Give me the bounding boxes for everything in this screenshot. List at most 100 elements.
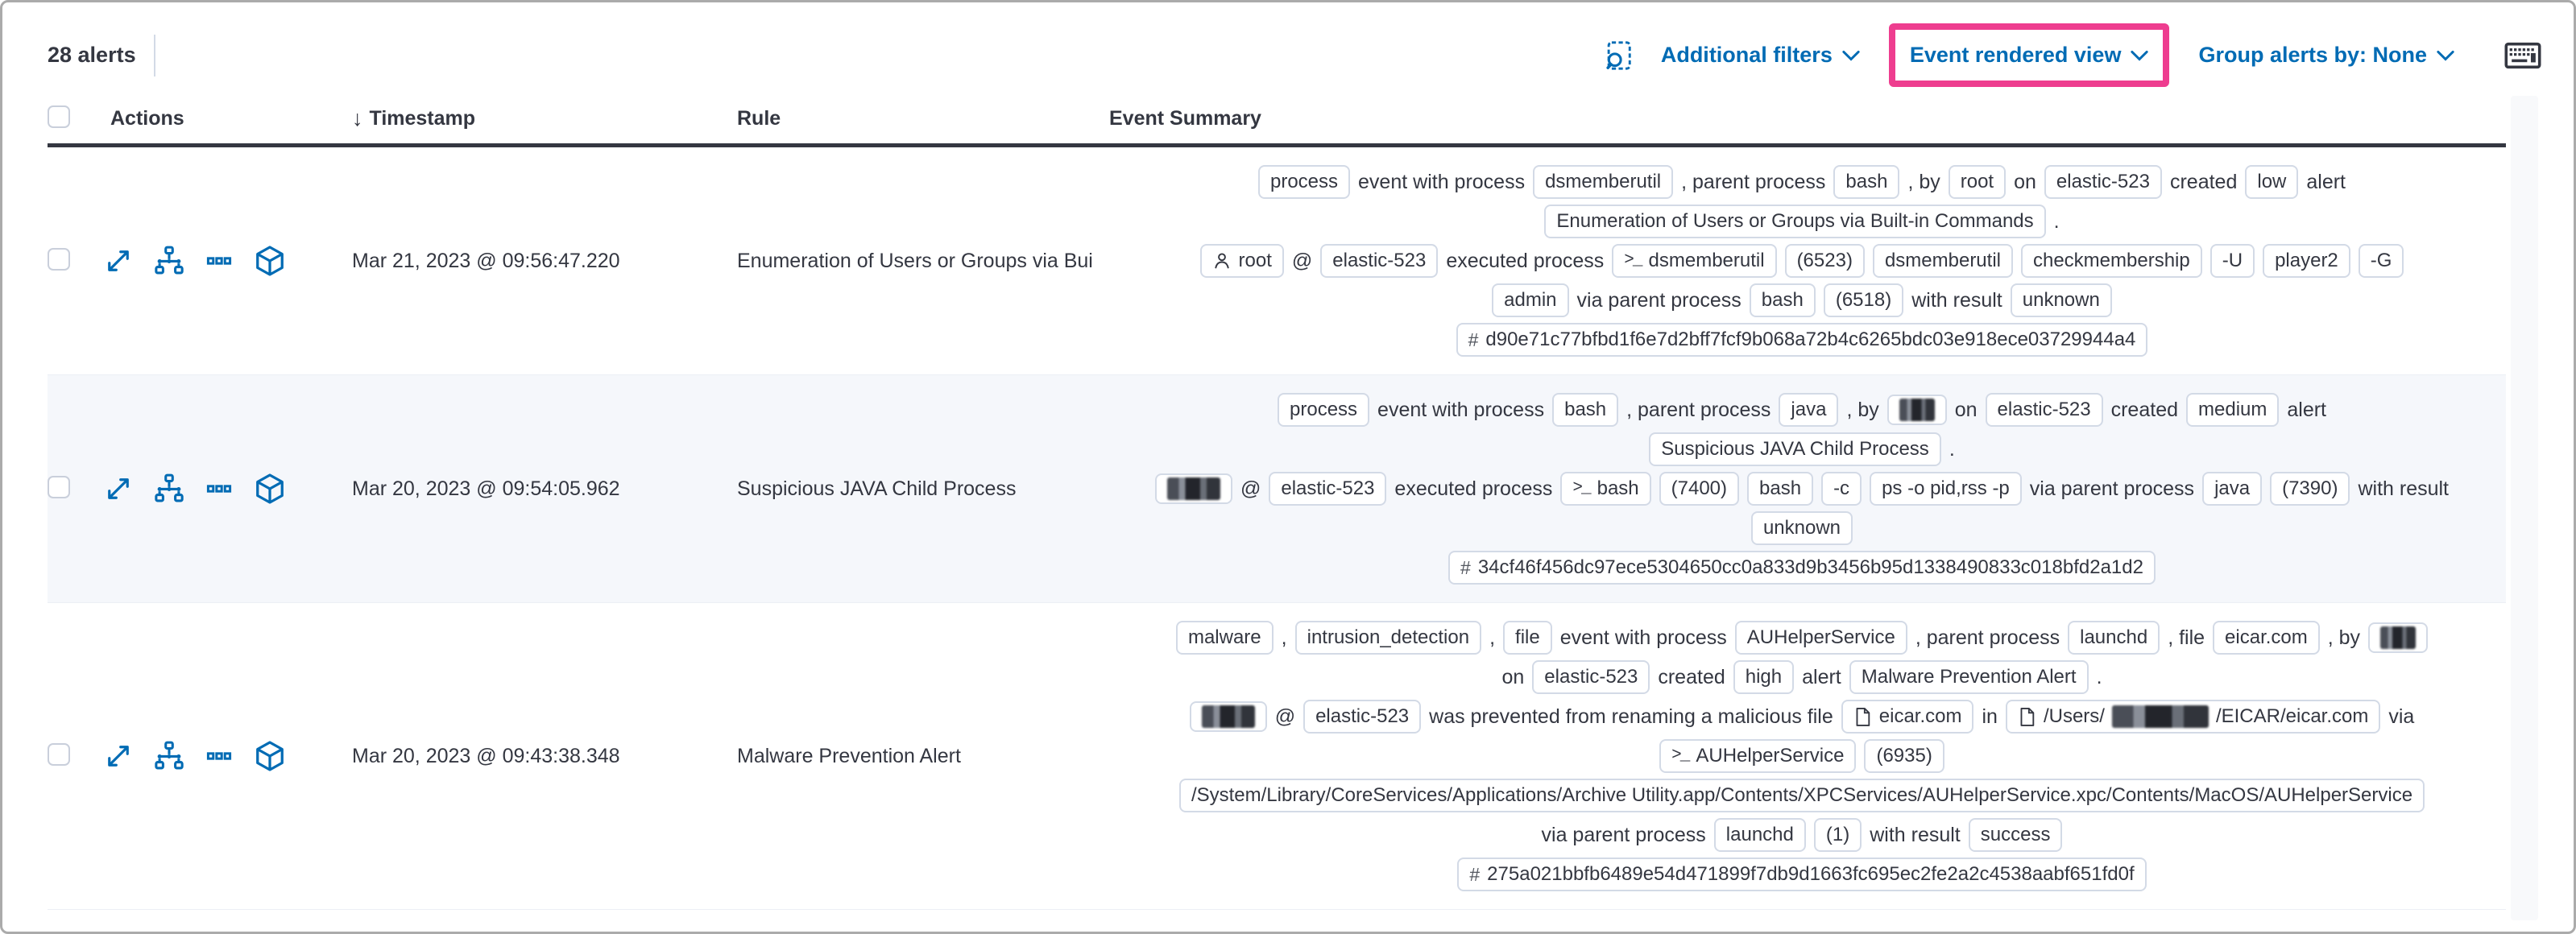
column-header-timestamp[interactable]: ↓ Timestamp <box>352 105 476 130</box>
summary-badge[interactable] <box>1886 395 1947 425</box>
summary-line: #275a021bbfb6489e54d471899f7db9d1663fc69… <box>1457 858 2147 891</box>
summary-badge[interactable]: low <box>2245 165 2299 199</box>
summary-badge[interactable]: elastic-523 <box>2044 165 2162 199</box>
analyzer-icon[interactable] <box>154 246 184 276</box>
summary-badge[interactable]: Suspicious JAVA Child Process <box>1649 432 1941 466</box>
timestamp-cell: Mar 20, 2023 @ 09:54:05.962 <box>352 477 620 500</box>
summary-badge[interactable]: malware <box>1175 621 1274 655</box>
summary-badge[interactable]: dsmemberutil <box>1872 244 2013 278</box>
summary-badge[interactable]: process <box>1257 165 1351 199</box>
session-view-icon[interactable] <box>254 740 286 772</box>
summary-badge[interactable]: java <box>1779 393 1839 427</box>
group-alerts-dropdown[interactable]: Group alerts by: None <box>2198 43 2454 68</box>
select-row-checkbox[interactable] <box>48 247 70 271</box>
summary-badge[interactable]: bash <box>1833 165 1900 199</box>
summary-badge[interactable]: bash <box>1747 472 1814 506</box>
summary-badge[interactable]: high <box>1733 660 1795 694</box>
summary-badge[interactable]: unknown <box>1750 511 1853 545</box>
summary-badge[interactable]: (6518) <box>1823 283 1904 317</box>
summary-badge[interactable]: -G <box>2358 244 2404 278</box>
row-actions <box>99 740 341 772</box>
summary-badge[interactable]: >_dsmemberutil <box>1612 244 1777 278</box>
summary-badge[interactable]: -c <box>1821 472 1862 506</box>
summary-badge[interactable]: >_AUHelperService <box>1659 739 1857 773</box>
select-row-checkbox[interactable] <box>48 742 70 766</box>
summary-badge[interactable]: bash <box>1552 393 1619 427</box>
summary-badge[interactable] <box>1189 701 1267 732</box>
expand-icon[interactable] <box>104 474 133 503</box>
summary-badge[interactable]: (7390) <box>2270 472 2350 506</box>
summary-badge[interactable]: file <box>1503 621 1552 655</box>
more-actions-icon[interactable] <box>205 742 233 770</box>
summary-badge[interactable]: #d90e71c77bfbd1f6e7d2bff7fcf9b068a72b4c6… <box>1456 323 2148 357</box>
inspect-icon[interactable] <box>1603 40 1634 71</box>
summary-text: , <box>1489 626 1496 649</box>
summary-badge[interactable]: (1) <box>1813 818 1862 852</box>
view-selector-dropdown[interactable]: Event rendered view <box>1910 43 2149 68</box>
summary-badge[interactable]: root <box>1199 244 1284 278</box>
select-all-checkbox[interactable] <box>48 105 70 128</box>
alerts-toolbar: 28 alerts Additional filters Event rende… <box>2 2 2574 98</box>
summary-badge[interactable]: #34cf46f456dc97ece5304650cc0a833d9b3456b… <box>1448 551 2156 585</box>
summary-badge[interactable]: -U <box>2209 244 2255 278</box>
additional-filters-dropdown[interactable]: Additional filters <box>1661 43 1860 68</box>
summary-text: @ <box>1240 477 1261 500</box>
keyboard-shortcuts-icon[interactable] <box>2504 41 2541 70</box>
summary-badge[interactable]: elastic-523 <box>1303 700 1422 734</box>
expand-icon[interactable] <box>104 742 133 771</box>
summary-text: alert <box>2287 398 2326 421</box>
summary-badge[interactable]: elastic-523 <box>1985 393 2103 427</box>
summary-badge[interactable]: Malware Prevention Alert <box>1849 660 2089 694</box>
analyzer-icon[interactable] <box>154 473 184 504</box>
session-view-icon[interactable] <box>254 473 286 505</box>
analyzer-icon[interactable] <box>154 741 184 771</box>
summary-badge[interactable]: bash <box>1749 283 1816 317</box>
summary-text: on <box>1954 398 1978 421</box>
more-actions-icon[interactable] <box>205 247 233 275</box>
summary-badge[interactable]: eicar.com <box>1841 700 1974 734</box>
summary-badge[interactable]: checkmembership <box>2020 244 2202 278</box>
summary-badge[interactable]: launchd <box>1713 818 1806 852</box>
summary-text: on <box>1501 665 1525 688</box>
expand-icon[interactable] <box>104 246 133 275</box>
summary-badge[interactable]: process <box>1278 393 1370 427</box>
summary-badge[interactable]: eicar.com <box>2213 621 2320 655</box>
summary-badge[interactable]: >_bash <box>1560 472 1651 506</box>
column-header-actions: Actions <box>110 106 184 130</box>
summary-badge[interactable]: elastic-523 <box>1532 660 1650 694</box>
redacted-text <box>1899 399 1935 421</box>
summary-badge[interactable]: java <box>2202 472 2263 506</box>
summary-badge[interactable]: elastic-523 <box>1269 472 1387 506</box>
summary-badge[interactable]: Enumeration of Users or Groups via Built… <box>1544 205 2046 238</box>
summary-badge[interactable] <box>2368 622 2429 653</box>
summary-badge[interactable]: root <box>1948 165 2007 199</box>
summary-badge[interactable]: /Users//EICAR/eicar.com <box>2005 700 2381 734</box>
summary-badge[interactable]: player2 <box>2263 244 2350 278</box>
summary-badge[interactable]: (6523) <box>1784 244 1865 278</box>
summary-badge[interactable]: unknown <box>2010 283 2112 317</box>
summary-badge[interactable]: ps -o pid,rss -p <box>1870 472 2022 506</box>
select-row-checkbox[interactable] <box>48 475 70 498</box>
summary-text: @ <box>1274 705 1296 728</box>
summary-badge[interactable]: launchd <box>2068 621 2160 655</box>
summary-badge[interactable]: elastic-523 <box>1320 244 1439 278</box>
summary-badge[interactable]: (7400) <box>1659 472 1740 506</box>
summary-badge[interactable]: intrusion_detection <box>1294 621 1482 655</box>
summary-badge[interactable]: dsmemberutil <box>1533 165 1674 199</box>
alert-row: Mar 20, 2023 @ 09:54:05.962 Suspicious JA… <box>48 375 2506 603</box>
summary-badge[interactable] <box>1154 473 1232 504</box>
session-view-icon[interactable] <box>254 245 286 277</box>
more-actions-icon[interactable] <box>205 475 233 502</box>
summary-badge[interactable]: success <box>1968 818 2063 852</box>
summary-badge[interactable]: #275a021bbfb6489e54d471899f7db9d1663fc69… <box>1457 858 2147 891</box>
summary-badge[interactable]: (6935) <box>1864 739 1944 773</box>
scrollbar-track[interactable] <box>2511 96 2538 920</box>
summary-badge[interactable]: AUHelperService <box>1734 621 1907 655</box>
summary-badge[interactable]: /System/Library/CoreServices/Application… <box>1178 779 2425 812</box>
summary-badge[interactable]: admin <box>1492 283 1569 317</box>
summary-badge[interactable]: medium <box>2186 393 2280 427</box>
table-header: Actions ↓ Timestamp Rule Event Summary <box>48 98 2506 147</box>
column-header-rule[interactable]: Rule <box>737 106 781 130</box>
